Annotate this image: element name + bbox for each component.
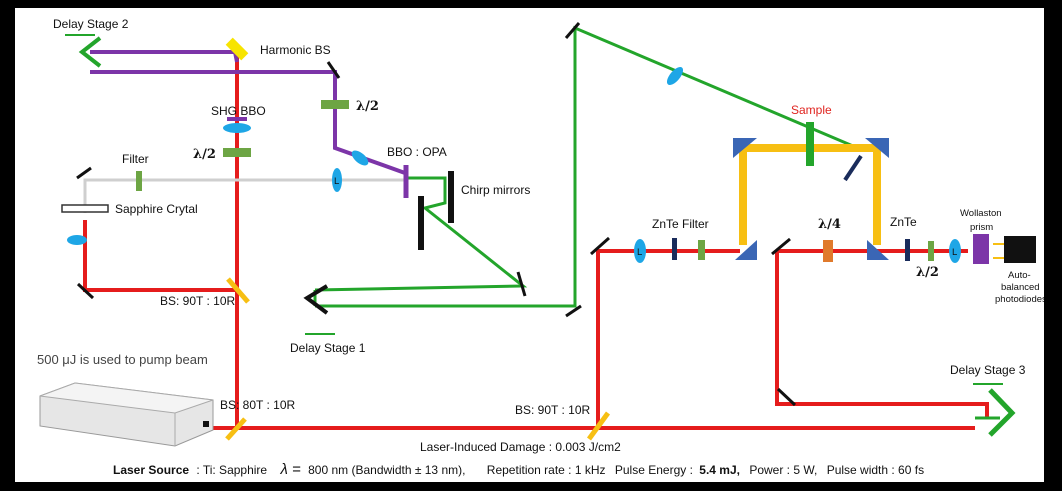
footer-pulse-energy-label: Pulse Energy :: [615, 463, 693, 477]
pellicle-mirror: [843, 154, 863, 182]
mirror-purple-top: [326, 61, 341, 79]
label-znte-right: ZnTe: [890, 215, 917, 229]
svg-text:Laser Source : Ti: Sapphir: Laser Source : Ti: Sapphire λ = 800 nm (…: [113, 461, 924, 478]
label-quarter-wave: λ/4: [818, 217, 841, 232]
label-bs-right: BS: 90T : 10R: [515, 403, 590, 417]
footer-pulse-energy-value: 5.4 mJ,: [699, 463, 740, 477]
delay-stage-1-retroreflector: [303, 284, 329, 315]
label-damage: Laser-Induced Damage : 0.003 J/cm2: [420, 440, 621, 454]
white-light-beam: [83, 178, 405, 213]
label-filter-top: Filter: [122, 152, 149, 166]
lens-sapphire: [67, 235, 87, 245]
optical-setup-diagram: Delay Stage 2 Harmonic BS SHG BBO λ/2 λ/…: [15, 8, 1044, 482]
znte-crystal-right: [905, 239, 910, 261]
footer-source-value: : Ti: Sapphire: [196, 463, 267, 477]
label-half-wave-3: λ/2: [916, 265, 939, 280]
lens-purple: [351, 150, 369, 166]
label-photodiodes-1: Auto-: [1008, 270, 1031, 281]
label-sample: Sample: [791, 103, 832, 117]
label-pump-note: 500 μJ is used to pump beam: [37, 352, 208, 367]
footer-pulse-width: Pulse width : 60 fs: [827, 463, 924, 477]
label-wollaston-2: prism: [970, 222, 993, 233]
label-delay-stage-2: Delay Stage 2: [53, 17, 129, 31]
label-bs-80t: BS: 80T : 10R: [220, 398, 295, 412]
label-sapphire-crystal: Sapphire Crytal: [115, 202, 198, 216]
half-wave-plate-red: [223, 148, 251, 157]
wollaston-prism: [973, 234, 989, 264]
lens-l-text-3: L: [334, 176, 339, 187]
lens-l-znte: [634, 239, 646, 263]
mirror-red-delay3: [776, 387, 797, 407]
filter-left: [698, 240, 705, 260]
lens-l-text-2: L: [952, 247, 957, 258]
mirror-green-right: [516, 271, 527, 297]
lens-shg: [223, 123, 251, 133]
parabolic-mirrors: [733, 138, 889, 260]
label-delay-stage-1: Delay Stage 1: [290, 341, 366, 355]
label-photodiodes-2: balanced: [1001, 282, 1040, 293]
label-shg-bbo: SHG BBO: [211, 104, 266, 118]
mirror-white-left: [76, 166, 92, 180]
label-chirp-mirrors: Chirp mirrors: [461, 183, 530, 197]
label-znte-filter: ZnTe Filter: [652, 217, 709, 231]
mirror-red-right: [771, 237, 791, 256]
bs-80t-10r: [225, 417, 247, 441]
green-beam: [313, 25, 1000, 420]
label-delay-stage-3: Delay Stage 3: [950, 363, 1026, 377]
lens-green-diagonal: [666, 66, 684, 86]
delay-stage-3-retroreflector: [988, 388, 1016, 437]
znte-crystal-left: [672, 238, 677, 260]
label-wollaston-1: Wollaston: [960, 208, 1002, 219]
laser-source-unit: [39, 382, 214, 447]
half-wave-plate-right: [928, 241, 934, 261]
label-half-wave-1: λ/2: [356, 99, 379, 114]
label-half-wave-2: λ/2: [193, 147, 216, 162]
footer-rep-rate: Repetition rate : 1 kHz: [487, 463, 606, 477]
lens-l-text-1: L: [637, 247, 642, 258]
delay-stage-2-retroreflector: [65, 34, 102, 68]
footer-power: Power : 5 W,: [749, 463, 817, 477]
bs-90t-10r-left: [226, 277, 250, 304]
mirror-green-top: [564, 22, 581, 39]
photodiodes: [993, 236, 1036, 263]
sapphire-crystal: [61, 204, 109, 213]
mirror-green-bottom: [565, 304, 582, 318]
lens-white-light: [332, 168, 342, 192]
sample: [806, 122, 814, 166]
chirp-mirrors: [418, 171, 454, 250]
label-photodiodes-3: photodiodes: [995, 294, 1044, 305]
bs-90t-10r-right: [586, 411, 611, 441]
footer-lambda: λ =: [279, 461, 301, 478]
quarter-wave-plate: [823, 240, 833, 262]
lens-l-detection: [949, 239, 961, 263]
label-bbo-opa: BBO : OPA: [387, 145, 447, 159]
harmonic-beamsplitter: [225, 37, 249, 61]
label-harmonic-bs: Harmonic BS: [260, 43, 331, 57]
footer-source-label: Laser Source: [113, 463, 189, 477]
mirror-red-center: [590, 236, 610, 256]
filter-white-light: [136, 171, 142, 191]
mirror-red-left: [76, 282, 95, 300]
label-bs-left: BS: 90T : 10R: [160, 294, 235, 308]
diagram-svg: Delay Stage 2 Harmonic BS SHG BBO λ/2 λ/…: [37, 17, 1044, 478]
footer-lambda-value: 800 nm (Bandwidth ± 13 nm),: [308, 463, 465, 477]
half-wave-plate-purple: [321, 100, 349, 109]
